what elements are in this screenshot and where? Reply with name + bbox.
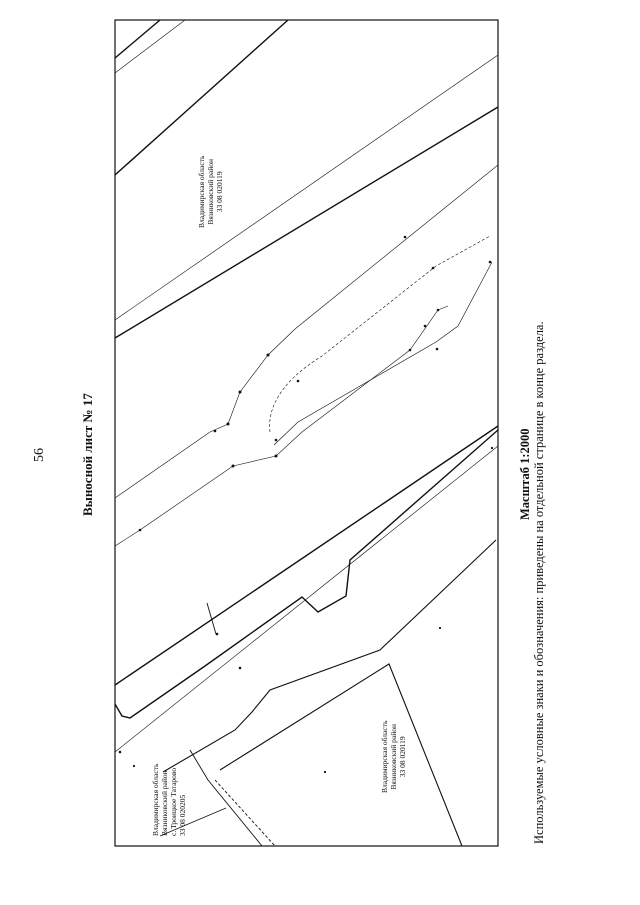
road-edge: [115, 429, 498, 719]
parcel-district: Вязниковский район: [160, 770, 169, 836]
parcel-label-south: Владимирская область Вязниковский район …: [380, 721, 407, 793]
parcel-district: Вязниковский район: [389, 723, 398, 790]
parcel-label-village: Владимирская область Вязниковский район …: [151, 764, 187, 836]
dashed-curve: [269, 235, 491, 433]
survey-points: [118, 235, 494, 774]
road-edge: [115, 54, 498, 321]
parcel-cadastral-number: 33 08 020119: [398, 736, 407, 778]
parcel-region: Владимирская область: [197, 155, 206, 228]
parcel-region: Владимирская область: [151, 763, 160, 836]
parcel-village-dashed: [214, 779, 276, 846]
road-edge: [115, 106, 498, 339]
parcel-region: Владимирская область: [380, 720, 389, 793]
road-edge: [115, 445, 498, 753]
marker-tick: [206, 602, 217, 635]
field-boundary: [162, 539, 497, 773]
map-frame: [114, 19, 499, 847]
parcel-village-inner: [159, 807, 227, 837]
parcel-cadastral-number: 33 08 020205: [178, 794, 187, 836]
road-edge: [115, 20, 186, 74]
parcel-locality: с. Троицкое Татарово: [169, 767, 178, 836]
parcel-district: Вязниковский район: [206, 158, 215, 225]
road-edge: [115, 20, 161, 59]
track-line: [273, 261, 493, 446]
road-edge: [115, 425, 498, 686]
parcel-south-boundary: [219, 663, 463, 846]
parcel-label-north: Владимирская область Вязниковский район …: [197, 156, 224, 228]
track-line: [115, 164, 498, 499]
track-line: [115, 305, 449, 547]
parcel-village-boundary: [189, 749, 263, 846]
road-edge: [115, 20, 289, 176]
parcel-cadastral-number: 33 08 020119: [215, 171, 224, 213]
